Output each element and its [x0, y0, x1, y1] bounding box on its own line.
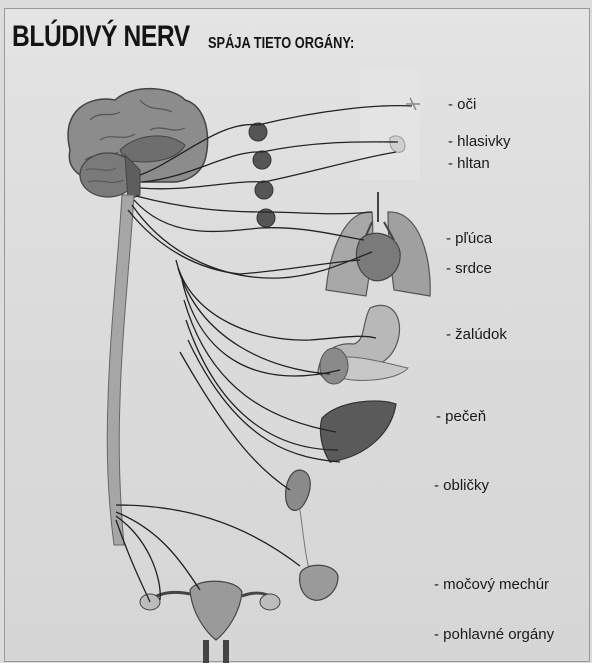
label-vocal-cords: - hlasivky: [448, 133, 511, 150]
label-pharynx: - hltan: [448, 155, 490, 172]
diagram-subtitle: SPÁJA TIETO ORGÁNY:: [208, 35, 354, 53]
ganglion-2: [253, 151, 271, 169]
spinal-cord: [107, 195, 134, 545]
bladder: [300, 565, 338, 600]
label-bladder: - močový mechúr: [434, 576, 549, 593]
label-stomach: - žalúdok: [446, 326, 507, 343]
label-eyes: - oči: [448, 96, 476, 113]
ganglion-3: [255, 181, 273, 199]
label-lungs: - pľúca: [446, 230, 492, 247]
label-reproductive: - pohlavné orgány: [434, 626, 554, 643]
label-heart: - srdce: [446, 260, 492, 277]
label-liver: - pečeň: [436, 408, 486, 425]
diagram-title: BLÚDIVÝ NERV: [12, 20, 190, 54]
lungs-heart: [326, 192, 430, 296]
reproductive-organs: [140, 581, 280, 663]
label-kidneys: - obličky: [434, 477, 489, 494]
brain: [68, 89, 208, 200]
ganglion-1: [249, 123, 267, 141]
